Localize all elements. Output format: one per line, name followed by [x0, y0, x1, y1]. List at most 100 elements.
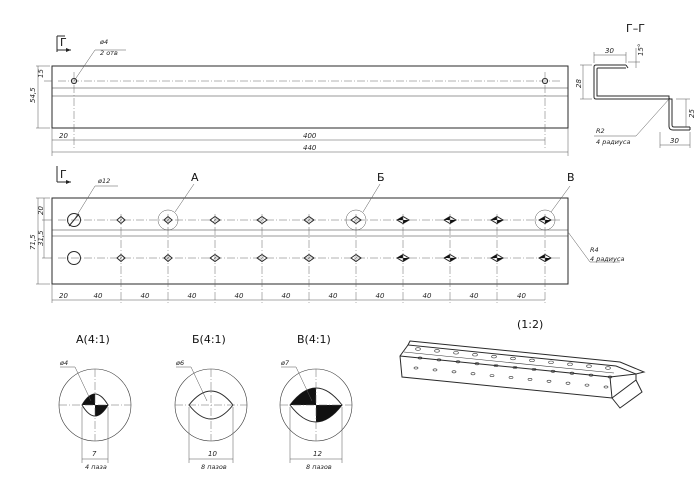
hole-leader [73, 49, 126, 82]
slot-hole [116, 215, 126, 225]
section-profile-ends [625, 64, 691, 130]
pitch-label: 40 [423, 292, 432, 300]
slot-fill [397, 216, 403, 220]
iso-hole [567, 362, 573, 366]
front-radius-count: 4 радиуса [590, 255, 624, 263]
front-dim-baseline [51, 284, 545, 303]
pitch-label: 40 [141, 292, 150, 300]
iso-web [399, 344, 637, 399]
slot-fill [450, 258, 456, 262]
detail-dim-lines [188, 407, 234, 463]
slot-hole [116, 253, 126, 263]
front-dim-height: 71,5 [29, 234, 37, 250]
detail-leader [60, 366, 92, 402]
detail-title: Б(4:1) [192, 333, 226, 346]
dim-overall: 440 [303, 144, 317, 152]
detail-width: 7 [92, 450, 97, 458]
section-cut-marker-top [56, 35, 65, 52]
iso-scale: (1:2) [517, 318, 543, 331]
pitch-label: 40 [376, 292, 385, 300]
iso-holes [413, 347, 613, 389]
pitch-label: 40 [517, 292, 526, 300]
dim-upper: 15 [37, 69, 45, 78]
front-dim-inner-lines [42, 198, 52, 259]
section-dim-right-lines [676, 98, 690, 127]
section-dim-left-lines [580, 64, 592, 100]
section-dim-bottom-lines [659, 132, 691, 148]
slot-hole [209, 215, 221, 225]
pitch-label: 40 [329, 292, 338, 300]
iso-hole [546, 379, 552, 383]
pitch-label: 40 [235, 292, 244, 300]
section-angle-lines [628, 48, 640, 68]
section-arrow-head-front [66, 180, 71, 184]
slot-hole [163, 253, 173, 263]
slot-fill [539, 216, 545, 220]
iso-hole [436, 358, 442, 362]
callout-leader-b [362, 183, 381, 213]
big-hole-bottom [67, 251, 81, 265]
hole-diameter-note: ø4 [99, 38, 108, 46]
slot-hole [303, 215, 315, 225]
iso-hole [432, 368, 438, 372]
iso-bend-line [403, 351, 615, 374]
iso-hole [510, 356, 516, 361]
iso-hole [455, 360, 461, 364]
iso-hole [605, 366, 611, 370]
callout-v: В [567, 171, 575, 184]
section-arrow-head-top [66, 48, 71, 52]
slot-fill [403, 258, 409, 262]
iso-hole [603, 385, 609, 389]
detail-fill [316, 405, 342, 422]
front-radius-leader [567, 231, 620, 263]
section-radius-note: R2 [596, 127, 605, 135]
slot-fill [491, 254, 497, 258]
front-dim-middle: 31,5 [37, 230, 45, 246]
callout-leader-v [550, 185, 571, 213]
section-mark-label-top: Г [60, 36, 67, 49]
section-mark-label-front: Г [60, 168, 67, 181]
iso-hole [565, 381, 571, 385]
detail-count: 8 пазов [201, 463, 227, 471]
iso-hole [529, 358, 535, 363]
detail-dim-lines [81, 407, 109, 463]
iso-hole [569, 371, 575, 375]
slot-fill [397, 254, 403, 258]
slot-hole [350, 215, 362, 225]
iso-hole [588, 373, 594, 377]
iso-hole [434, 349, 440, 353]
callout-b: Б [377, 171, 385, 184]
front-dim-offset: 20 [59, 292, 68, 300]
dim-height-lines [36, 65, 50, 129]
callout-circle-a [157, 209, 179, 231]
detail-title: А(4:1) [76, 333, 110, 346]
callout-circle-v [534, 209, 556, 231]
front-radius-note: R4 [590, 246, 599, 254]
dim-hole-span: 400 [303, 132, 317, 140]
front-dim-top: 20 [37, 206, 45, 215]
front-view: Г ø12 А Б В 71,5 20 31,5 R4 4 радиуса [29, 166, 624, 303]
slot-fill [444, 216, 450, 220]
slot-fill [403, 220, 409, 224]
iso-hole [472, 353, 478, 357]
detail-leader [176, 366, 208, 402]
section-radius-leader [594, 97, 671, 137]
iso-hole [493, 364, 499, 368]
detail-title: В(4:1) [297, 333, 331, 346]
callout-a: А [191, 171, 199, 184]
dim-height: 54,5 [29, 87, 37, 103]
dim-ext-outer [51, 128, 569, 156]
iso-view: (1:2) [399, 318, 646, 409]
front-view-outline [51, 197, 569, 285]
iso-hole [586, 364, 592, 368]
front-dim-height-lines [36, 197, 50, 285]
iso-hole [527, 377, 533, 381]
slot-hole [256, 215, 268, 225]
iso-hole [491, 355, 497, 359]
slot-hole [256, 253, 268, 263]
slot-fill [450, 220, 456, 224]
iso-hole [489, 374, 495, 378]
slot-hole [350, 253, 362, 263]
